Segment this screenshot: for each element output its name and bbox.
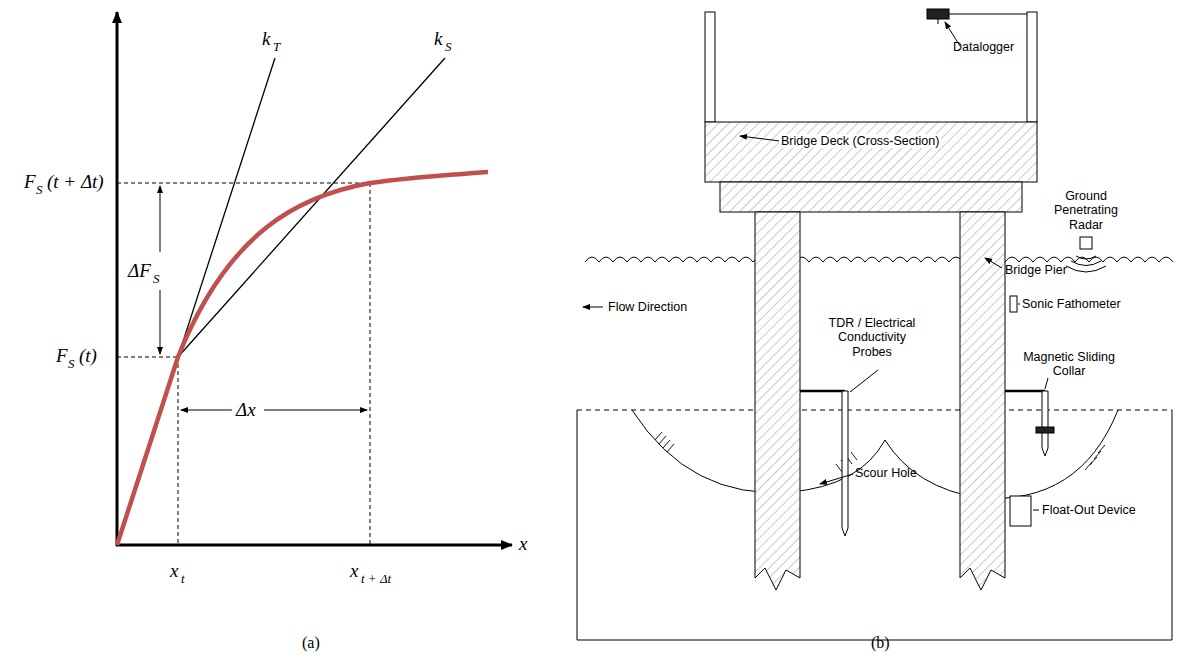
part-label: Sonic Fathometer [1022,297,1121,311]
subscript: S [153,272,160,287]
axis-value: x [350,560,358,582]
part-label: TDR / Electrical Conductivity Probes [826,316,918,359]
panel-label: (a) [302,634,320,652]
deck-label: Bridge Deck (Cross-Section) [779,134,941,148]
part-label: Flow Direction [608,300,687,314]
axis-value: (t) [79,345,97,367]
bridge-schematic [577,9,1173,640]
line-label: k [434,28,442,50]
part-label: Float-Out Device [1042,503,1136,517]
part-label: Bridge Pier [1005,263,1067,277]
increment-label: ΔF [128,260,151,282]
panel-label: (b) [871,634,890,652]
subscript: S [36,183,43,198]
bridge-deck: Bridge Deck (Cross-Section) [705,122,1037,182]
axis-value: (t + Δt) [47,171,104,193]
axis-label: x [519,533,527,555]
part-label: Datalogger [953,40,1014,54]
line-label: k [262,28,270,50]
increment-label: Δx [236,399,256,421]
subscript: t [181,572,185,587]
graph [116,12,512,546]
subscript: T [273,40,280,55]
subscript: S [445,40,452,55]
subscript: S [68,357,75,372]
part-label: Scour Hole [855,466,917,480]
subscript: t + Δt [361,572,391,587]
axis-value: F [24,171,36,193]
part-label: Magnetic Sliding Collar [1014,350,1124,379]
part-label: Ground Penetrating Radar [1040,189,1132,232]
axis-value: F [56,345,68,367]
axis-value: x [170,560,178,582]
